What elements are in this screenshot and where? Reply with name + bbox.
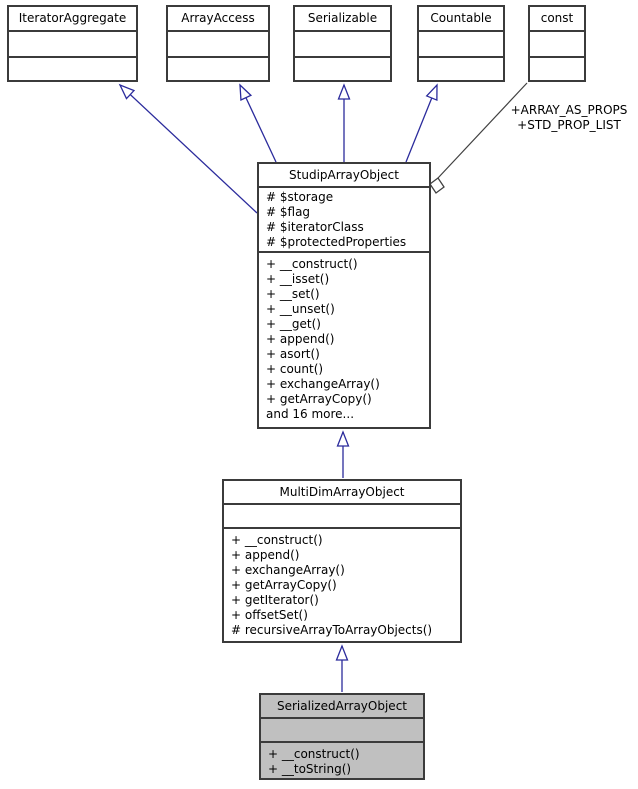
usage-edge-label-line1: +ARRAY_AS_PROPS xyxy=(510,103,628,117)
method-row: + __construct() xyxy=(231,533,323,547)
method-row: + __construct() xyxy=(266,257,358,271)
class-node-multidimarrayobject[interactable]: MultiDimArrayObject + __construct() + ap… xyxy=(222,479,462,643)
method-row: + getArrayCopy() xyxy=(231,578,337,592)
attributes-compartment xyxy=(168,30,268,56)
method-row: + append() xyxy=(266,332,335,346)
attributes-compartment xyxy=(224,503,460,527)
method-row: + getArrayCopy() xyxy=(266,392,372,406)
edge-studip-to-iteratoraggregate xyxy=(118,83,258,214)
method-row: + __unset() xyxy=(266,302,335,316)
method-row: + exchangeArray() xyxy=(266,377,380,391)
aggregation-diamond-icon xyxy=(429,177,445,194)
class-node-serializedarrayobject[interactable]: SerializedArrayObject + __construct() + … xyxy=(259,693,425,780)
method-row: + __toString() xyxy=(268,762,352,776)
usage-edge-label: +ARRAY_AS_PROPS +STD_PROP_LIST xyxy=(501,103,637,133)
method-row: + getIterator() xyxy=(231,593,319,607)
attribute-row: # $iteratorClass xyxy=(266,220,364,234)
attributes-compartment xyxy=(530,30,584,56)
methods-compartment: + __construct() + __toString() xyxy=(261,741,423,778)
attribute-row: # $storage xyxy=(266,190,334,204)
attributes-compartment xyxy=(9,30,136,56)
attribute-row: # $flag xyxy=(266,205,311,219)
methods-compartment xyxy=(9,56,136,80)
class-title: SerializedArrayObject xyxy=(277,699,407,713)
attribute-row: # $protectedProperties xyxy=(266,235,407,249)
method-row: + count() xyxy=(266,362,324,376)
class-node-studiparrayobject[interactable]: StudipArrayObject # $storage # $flag # $… xyxy=(257,162,431,429)
class-title: ArrayAccess xyxy=(181,11,255,25)
edge-studip-uses-const xyxy=(437,82,528,179)
methods-compartment xyxy=(530,56,584,80)
methods-compartment xyxy=(419,56,503,80)
class-node-arrayaccess[interactable]: ArrayAccess xyxy=(166,5,270,82)
method-row: + __set() xyxy=(266,287,320,301)
method-row: + asort() xyxy=(266,347,320,361)
method-row: # recursiveArrayToArrayObjects() xyxy=(231,623,433,637)
attributes-compartment: # $storage # $flag # $iteratorClass # $p… xyxy=(259,186,429,251)
method-row: + __isset() xyxy=(266,272,330,286)
class-node-countable[interactable]: Countable xyxy=(417,5,505,82)
usage-edge-label-line2: +STD_PROP_LIST xyxy=(517,118,621,132)
method-row: + append() xyxy=(231,548,300,562)
method-row: + __construct() xyxy=(268,747,360,761)
class-title: const xyxy=(540,11,574,25)
class-title: IteratorAggregate xyxy=(18,11,127,25)
methods-compartment xyxy=(295,56,390,80)
class-node-iteratoraggregate[interactable]: IteratorAggregate xyxy=(7,5,138,82)
class-title: Countable xyxy=(430,11,492,25)
edge-studip-to-arrayaccess xyxy=(239,83,277,163)
methods-compartment xyxy=(168,56,268,80)
method-row: + __get() xyxy=(266,317,321,331)
methods-compartment: + __construct() + append() + exchangeArr… xyxy=(224,527,460,641)
edge-studip-to-countable xyxy=(405,83,438,163)
class-title: Serializable xyxy=(307,11,378,25)
method-row: + offsetSet() xyxy=(231,608,308,622)
attributes-compartment xyxy=(261,717,423,741)
attributes-compartment xyxy=(295,30,390,56)
class-node-serializable[interactable]: Serializable xyxy=(293,5,392,82)
class-title: StudipArrayObject xyxy=(289,168,399,182)
attributes-compartment xyxy=(419,30,503,56)
methods-compartment: + __construct() + __isset() + __set() + … xyxy=(259,251,429,427)
class-node-const[interactable]: const xyxy=(528,5,586,82)
class-title: MultiDimArrayObject xyxy=(279,485,405,499)
method-row-more: and 16 more... xyxy=(266,407,355,421)
method-row: + exchangeArray() xyxy=(231,563,345,577)
